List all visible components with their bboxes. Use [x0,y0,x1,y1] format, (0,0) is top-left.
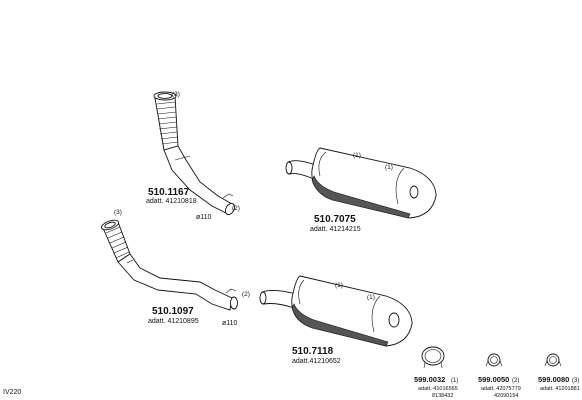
front-pipe-lower[interactable] [100,218,238,311]
part-number-510-7118: 510.7118 [292,346,334,357]
adapt-510-7075: adatt. 41214215 [310,226,361,233]
silencer-lower[interactable] [259,275,413,347]
accessory-number-599-0032: 599.0032 [414,375,445,384]
clamp-ring-599-0032[interactable] [421,346,445,369]
diameter-label-lower: ø110 [222,320,238,327]
page-code: IV220 [3,389,21,396]
adapt-510-7118: adatt.41210652 [292,358,341,365]
adapt-510-1097: adatt. 41210895 [148,318,199,325]
accessory-count-599-0080: (3) [572,378,579,384]
diameter-label-upper: ø110 [196,214,212,221]
adapt-510-1167: adatt. 41210818 [146,198,197,205]
part-number-510-1097: 510.1097 [152,306,194,317]
clamp-599-0080[interactable] [544,353,562,367]
accessory-adapt-599-0032-a: adatt. 41016565 [418,386,458,392]
callout-2-upper: (2) [232,205,240,212]
callout-1-lower-a: (1) [335,282,343,289]
accessory-number-599-0050: 599.0050 [478,375,509,384]
callout-3-upper: (3) [172,91,180,98]
callout-1-lower-b: (1) [367,294,375,301]
accessory-count-599-0032: (1) [451,378,458,384]
accessory-adapt-599-0050-b: 42090154 [494,393,518,399]
callout-2-lower: (2) [242,291,250,298]
accessory-number-599-0080: 599.0080 [538,375,569,384]
accessory-adapt-599-0050-a: adatt. 42075779 [481,386,521,392]
callout-1-upper-b: (1) [385,164,393,171]
callout-3-lower: (3) [114,209,122,216]
part-number-510-7075: 510.7075 [314,214,356,225]
accessory-count-599-0050: (2) [512,378,519,384]
accessory-adapt-599-0032-b: 8138432 [432,393,453,399]
part-number-510-1167: 510.1167 [148,187,190,198]
callout-1-upper-a: (1) [353,152,361,159]
silencer-upper[interactable] [285,147,437,219]
clamp-599-0050[interactable] [485,353,503,367]
front-pipe-upper[interactable] [153,91,236,216]
accessory-adapt-599-0080: adatt. 41201881 [540,386,580,392]
